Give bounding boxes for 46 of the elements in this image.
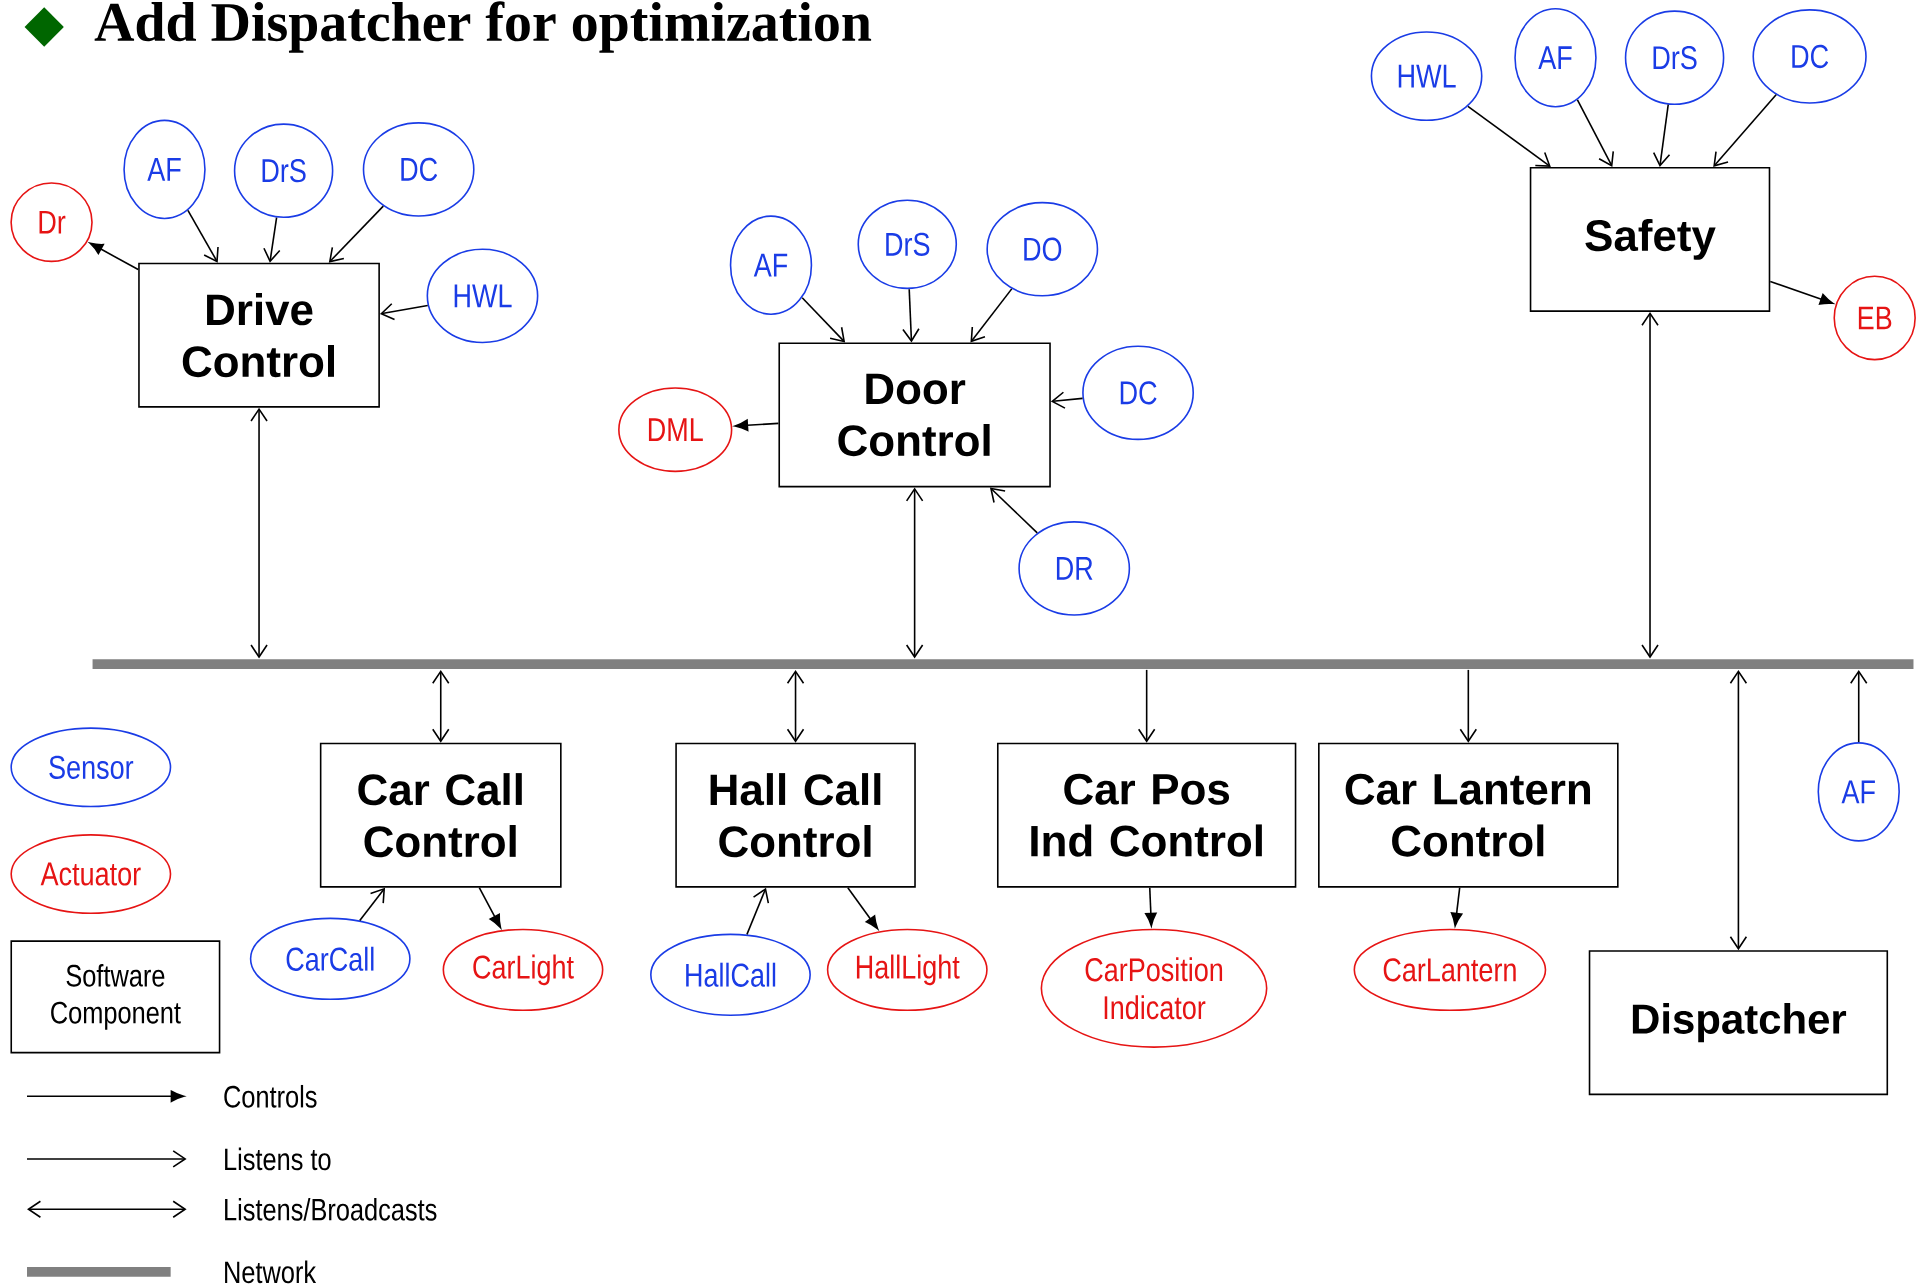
component-box: Door Control [778,342,1051,488]
arrow [328,205,385,263]
component-box: Car Pos Ind Control [997,742,1297,888]
arrow [1652,103,1671,167]
component-box: Drive Control [138,262,380,408]
arrow [1145,886,1157,927]
legend-label: Network [225,1260,317,1284]
arrow [250,407,268,659]
component-box: Car Lantern Control [1318,742,1619,888]
arrow [1713,94,1777,167]
arrow [1849,669,1868,743]
component-box: Car Call Control [319,742,562,888]
legend-box: Software Component [10,940,221,1054]
network-bar [92,659,1914,670]
arrow [1459,669,1478,743]
arrow [89,242,139,271]
arrow [1769,280,1834,305]
arrow [1576,99,1615,167]
arrow [847,886,879,930]
arrow [379,303,429,321]
legend-label: Listens to [225,1147,331,1171]
arrow [263,216,281,263]
arrow [1641,311,1659,659]
arrow [187,209,219,263]
arrow [905,487,924,659]
arrow [478,886,502,929]
legend-label: Controls [224,1085,317,1108]
arrow [1467,105,1551,167]
arrow [1137,669,1156,743]
arrow [746,887,770,936]
arrow [970,288,1013,343]
legend-label: Listens/Broadcasts [225,1198,437,1221]
component-box: Hall Call Control [675,742,916,888]
arrow [359,887,386,922]
component-box: Dispatcher [1588,950,1889,1096]
component-box: Safety [1529,167,1771,312]
arrow [1729,669,1748,951]
arrow [902,288,920,343]
arrow [431,669,450,743]
arrow [1050,391,1084,410]
arrow [801,297,846,343]
arrow [734,419,780,432]
title: Add Dispatcher for optimization [94,1,872,53]
arrow [1450,886,1463,927]
arrow [989,487,1039,534]
arrow [786,669,805,743]
